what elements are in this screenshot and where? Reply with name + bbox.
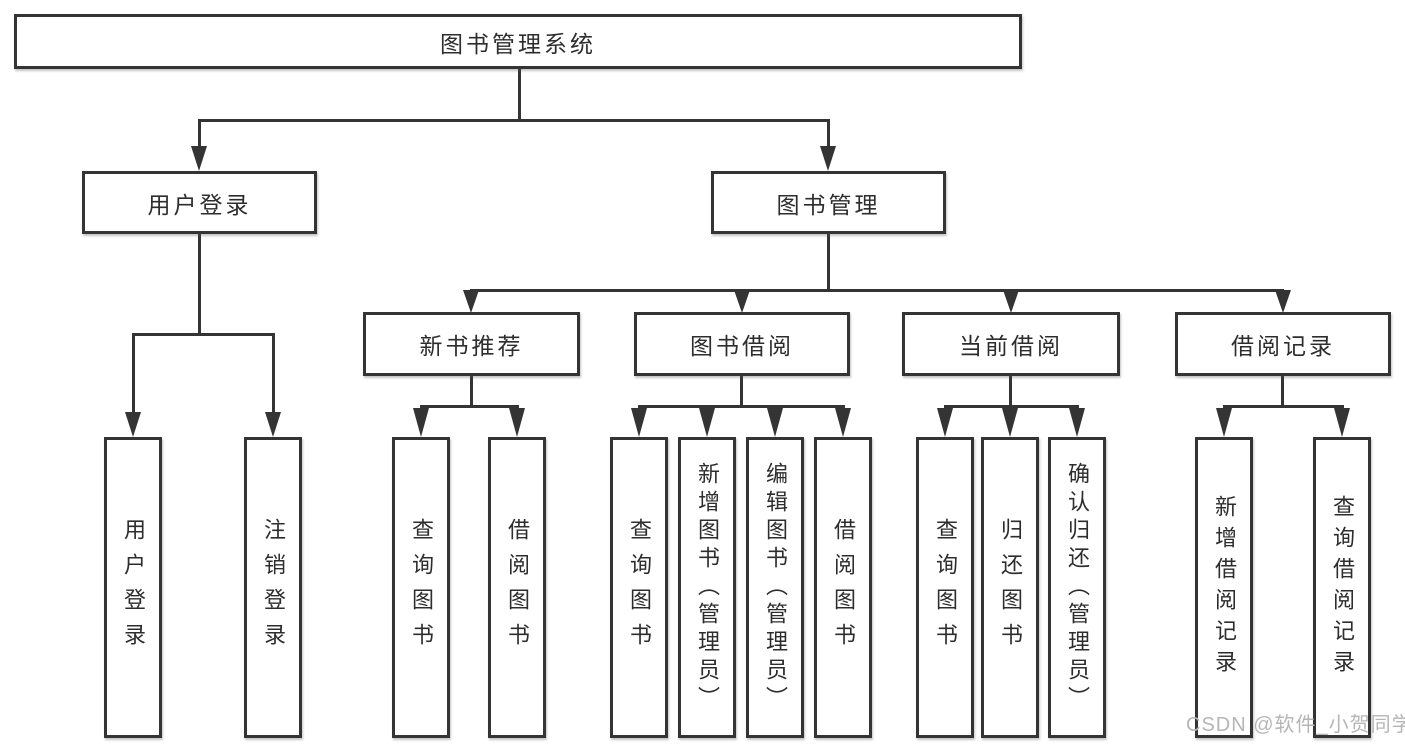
connector-book-mgmt-trunk <box>827 232 830 292</box>
connector-records-rail <box>1223 405 1344 408</box>
node-book-borrowing: 图书借阅 <box>634 312 850 376</box>
node-user-login-module: 用户登录 <box>82 171 317 234</box>
arrow-to-login-leaf <box>125 412 141 437</box>
arrow-new-books-child-2 <box>509 408 525 437</box>
connector-level3-rail <box>470 289 1284 292</box>
leaf-borrowing-borrow: 借阅图书 <box>814 437 872 738</box>
connector-stem-user-login <box>198 119 201 150</box>
arrow-records-child-2 <box>1334 408 1350 437</box>
arrow-to-new-books <box>463 290 479 313</box>
connector-stem-book-mgmt <box>827 119 830 150</box>
leaf-newbooks-borrow: 借阅图书 <box>488 437 546 738</box>
connector-new-books-trunk <box>470 373 473 408</box>
arrow-to-records <box>1275 290 1291 313</box>
arrow-records-child-1 <box>1216 408 1232 437</box>
arrow-borrowing-child-4 <box>835 408 851 437</box>
connector-current-rail <box>944 405 1079 408</box>
node-borrowing-records: 借阅记录 <box>1175 312 1391 376</box>
node-book-mgmt-module: 图书管理 <box>711 171 946 234</box>
watermark-csdn: CSDN @软件_小贺同学 <box>1186 714 1405 736</box>
arrow-to-logout-leaf <box>265 412 281 437</box>
leaf-logout: 注销登录 <box>244 437 302 738</box>
connector-user-login-trunk <box>198 232 201 336</box>
connector-stem-login-leaf <box>132 333 135 415</box>
leaf-newbooks-query: 查询图书 <box>392 437 450 738</box>
arrow-borrowing-child-2 <box>699 408 715 437</box>
arrow-new-books-child-1 <box>413 408 429 437</box>
connector-current-trunk <box>1009 373 1012 408</box>
leaf-borrowing-add-admin: 新增图书（管理员） <box>678 437 736 738</box>
connector-borrowing-rail <box>638 405 845 408</box>
arrow-to-book-mgmt <box>820 146 836 171</box>
arrow-borrowing-child-1 <box>631 408 647 437</box>
connector-level1-rail <box>198 119 830 122</box>
connector-borrowing-trunk <box>740 373 743 408</box>
node-new-books: 新书推荐 <box>363 312 580 376</box>
leaf-records-query: 查询借阅记录 <box>1313 437 1371 738</box>
leaf-current-query: 查询图书 <box>916 437 974 738</box>
node-root-system: 图书管理系统 <box>14 14 1022 69</box>
connector-user-login-rail <box>132 333 275 336</box>
connector-stem-logout-leaf <box>272 333 275 415</box>
leaf-borrowing-query: 查询图书 <box>610 437 668 738</box>
leaf-borrowing-edit-admin: 编辑图书（管理员） <box>746 437 804 738</box>
leaf-records-add: 新增借阅记录 <box>1195 437 1253 738</box>
arrow-to-user-login <box>191 146 207 171</box>
leaf-current-confirm-admin: 确认归还（管理员） <box>1048 437 1106 738</box>
node-current-borrowing: 当前借阅 <box>902 312 1120 376</box>
arrow-current-child-2 <box>1002 408 1018 437</box>
connector-new-books-rail <box>420 405 519 408</box>
leaf-current-return: 归还图书 <box>981 437 1039 738</box>
connector-root-trunk <box>518 66 521 122</box>
arrow-to-current <box>1003 290 1019 313</box>
leaf-user-login: 用户登录 <box>104 437 162 738</box>
arrow-current-child-1 <box>937 408 953 437</box>
arrow-borrowing-child-3 <box>767 408 783 437</box>
arrow-current-child-3 <box>1069 408 1085 437</box>
arrow-to-borrowing <box>734 290 750 313</box>
connector-records-trunk <box>1281 373 1284 408</box>
